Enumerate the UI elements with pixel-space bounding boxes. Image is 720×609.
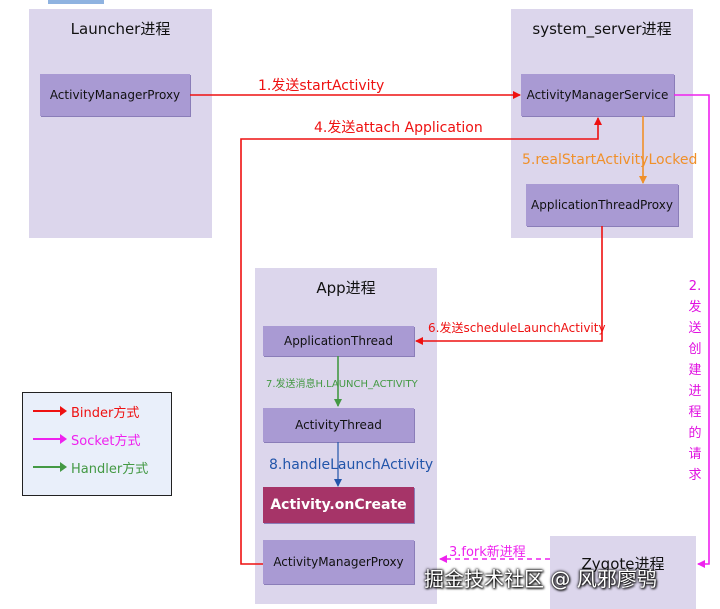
legend-binder-label: Binder方式 [71, 405, 140, 421]
launcher-process-title: Launcher进程 [70, 20, 171, 38]
top-fragment [48, 0, 104, 4]
legend-socket-label: Socket方式 [71, 433, 141, 449]
step-6-label: 6.发送scheduleLaunchActivity [428, 321, 606, 335]
legend-binder: Binder方式 [33, 403, 140, 421]
application-thread-proxy: ApplicationThreadProxy [526, 184, 678, 226]
legend-socket: Socket方式 [33, 431, 141, 449]
arrow-6-schedule-launch [415, 226, 603, 345]
step-3-label: 3.fork新进程 [449, 545, 526, 560]
legend-socket-line [33, 434, 67, 444]
step-4-label: 4.发送attach Application [314, 120, 483, 136]
app-activity-manager-proxy: ActivityManagerProxy [263, 540, 414, 584]
step-1-label: 1.发送startActivity [258, 78, 385, 94]
step-8-label: 8.handleLaunchActivity [269, 457, 434, 473]
system-server-process-title: system_server进程 [532, 20, 672, 38]
legend-handler: Handler方式 [33, 459, 149, 477]
application-thread: ApplicationThread [263, 326, 414, 356]
arrow-4-attach-application [240, 117, 602, 565]
arrow-2-create-process [674, 94, 710, 568]
launcher-process: Launcher进程 [29, 9, 212, 238]
legend-handler-label: Handler方式 [71, 461, 149, 477]
legend-binder-line [33, 406, 67, 416]
activity-oncreate: Activity.onCreate [263, 487, 414, 523]
watermark: 掘金技术社区 @ 风邪廖鸮 [424, 567, 657, 591]
launcher-activity-manager-proxy: ActivityManagerProxy [40, 74, 190, 116]
step-7-label: 7.发送消息H.LAUNCH_ACTIVITY [266, 379, 418, 390]
activity-thread: ActivityThread [263, 408, 414, 442]
zygote-process-title: Zygote进程 [581, 555, 665, 573]
activity-manager-service: ActivityManagerService [521, 74, 674, 116]
step-5-label: 5.realStartActivityLocked [522, 152, 698, 168]
legend: Binder方式 Socket方式 Handler方式 [22, 392, 172, 496]
app-process-title: App进程 [316, 279, 376, 297]
zygote-process: Zygote进程 [550, 536, 696, 609]
legend-handler-line [33, 462, 67, 472]
step-2-label: 2.发送创建进程的请求 [688, 279, 702, 483]
